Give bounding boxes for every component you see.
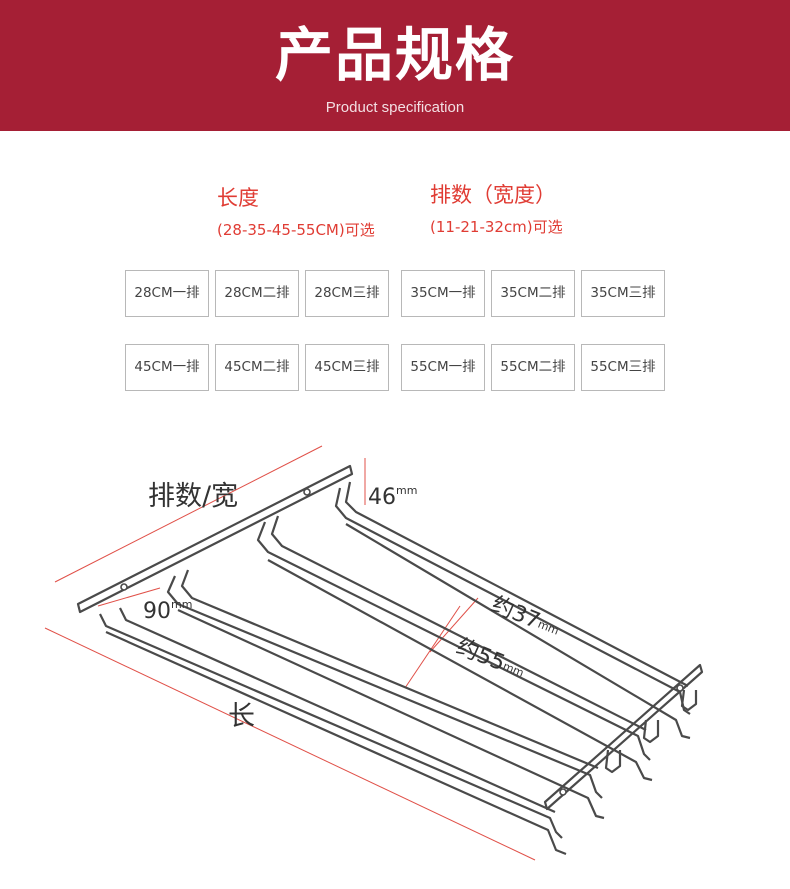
option-28cm-3-row[interactable]: 28CM三排 <box>305 270 389 317</box>
depth-value: 90mm <box>143 598 192 624</box>
option-45cm-3-row[interactable]: 45CM三排 <box>305 344 389 391</box>
rows-spec-title: 排数（宽度） <box>430 183 556 207</box>
option-28cm-1-row[interactable]: 28CM一排 <box>125 270 209 317</box>
rack-dimension-drawing: 排数/宽 长 46mm 90mm 约37mm 约55mm <box>44 445 704 861</box>
mounting-holes <box>120 488 684 796</box>
option-45cm-1-row[interactable]: 45CM一排 <box>125 344 209 391</box>
option-35cm-1-row[interactable]: 35CM一排 <box>401 270 485 317</box>
length-label: 长 <box>228 701 255 732</box>
rack-outline <box>76 464 704 856</box>
height-value: 46mm <box>368 484 417 510</box>
option-28cm-2-row[interactable]: 28CM二排 <box>215 270 299 317</box>
option-35cm-3-row[interactable]: 35CM三排 <box>581 270 665 317</box>
width-label: 排数/宽 <box>148 481 238 512</box>
option-55cm-3-row[interactable]: 55CM三排 <box>581 344 665 391</box>
rows-spec-options: (11-21-32cm)可选 <box>430 218 563 236</box>
page-subtitle: Product specification <box>325 99 465 116</box>
option-55cm-2-row[interactable]: 55CM二排 <box>491 344 575 391</box>
dimension-lines <box>44 445 536 861</box>
length-spec-options: (28-35-45-55CM)可选 <box>217 221 375 239</box>
header-banner: 产品规格 Product specification <box>0 0 790 131</box>
outer-length-value: 约55mm <box>453 634 529 684</box>
length-spec-title: 长度 <box>217 186 259 210</box>
page-title: 产品规格 <box>274 21 515 89</box>
option-55cm-1-row[interactable]: 55CM一排 <box>401 344 485 391</box>
option-35cm-2-row[interactable]: 35CM二排 <box>491 270 575 317</box>
option-45cm-2-row[interactable]: 45CM二排 <box>215 344 299 391</box>
